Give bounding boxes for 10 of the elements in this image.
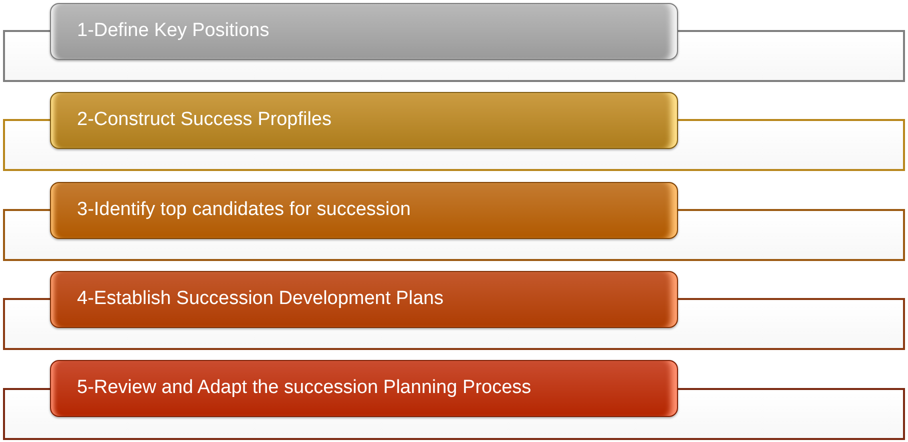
step-text: 5-Review and Adapt the succession Planning Process — [77, 377, 532, 400]
step-box — [50, 271, 678, 328]
step-box — [50, 360, 678, 417]
step-text: 2-Construct Success Propfiles — [77, 109, 332, 132]
step-box — [50, 92, 678, 149]
step-text: 1-Define Key Positions — [77, 20, 270, 43]
step-text: 4-Establish Succession Development Plans — [77, 288, 444, 311]
step-box — [50, 3, 678, 60]
step-box — [50, 182, 678, 239]
step-text: 3-Identify top candidates for succession — [77, 199, 411, 222]
